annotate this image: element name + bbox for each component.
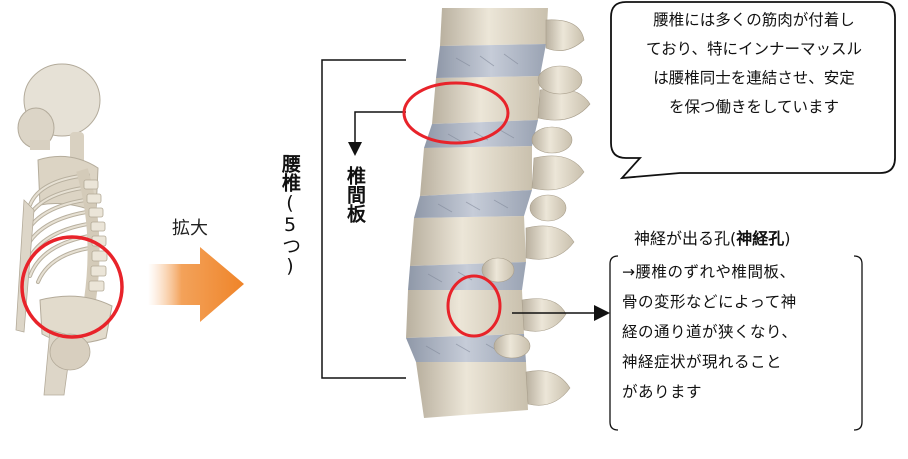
lumbar-label-count: (5つ) xyxy=(279,192,301,277)
zoom-label: 拡大 xyxy=(172,214,208,240)
foramen-description: →腰椎のずれや椎間板、 骨の変形などによって神 経の通り道が狭くなり、 神経症状… xyxy=(622,257,858,407)
foramen-line: 経の通り道が狭くなり、 xyxy=(622,317,858,347)
callout-text: 腰椎には多くの筋肉が付着し ており、特にインナーマッスル は腰椎同士を連結させ、… xyxy=(628,6,880,122)
foramen-line: 骨の変形などによって神 xyxy=(622,287,858,317)
callout-line: を保つ働きをしています xyxy=(628,93,880,122)
foramen-title: 神経が出る孔(神経孔) xyxy=(634,225,791,249)
foramen-line: →腰椎のずれや椎間板、 xyxy=(622,257,858,287)
lumbar-label: 腰椎(5つ) xyxy=(280,154,299,277)
disc-pointer-arrow xyxy=(348,112,406,156)
disc-label: 椎間板 xyxy=(345,166,364,223)
foramen-title-suffix: ) xyxy=(784,229,790,248)
callout-line: は腰椎同士を連結させ、安定 xyxy=(628,64,880,93)
zoom-arrow xyxy=(148,247,244,322)
callout-line: 腰椎には多くの筋肉が付着し xyxy=(628,6,880,35)
callout-line: ており、特にインナーマッスル xyxy=(628,35,880,64)
skeleton-figure xyxy=(16,64,122,395)
foramen-title-bold: 神経孔 xyxy=(736,229,784,248)
foramen-title-prefix: 神経が出る孔( xyxy=(634,229,736,248)
foramen-line: があります xyxy=(622,377,858,407)
lumbar-label-strong: 腰椎 xyxy=(279,154,301,192)
spine-closeup xyxy=(404,8,590,418)
foramen-line: 神経症状が現れること xyxy=(622,347,858,377)
